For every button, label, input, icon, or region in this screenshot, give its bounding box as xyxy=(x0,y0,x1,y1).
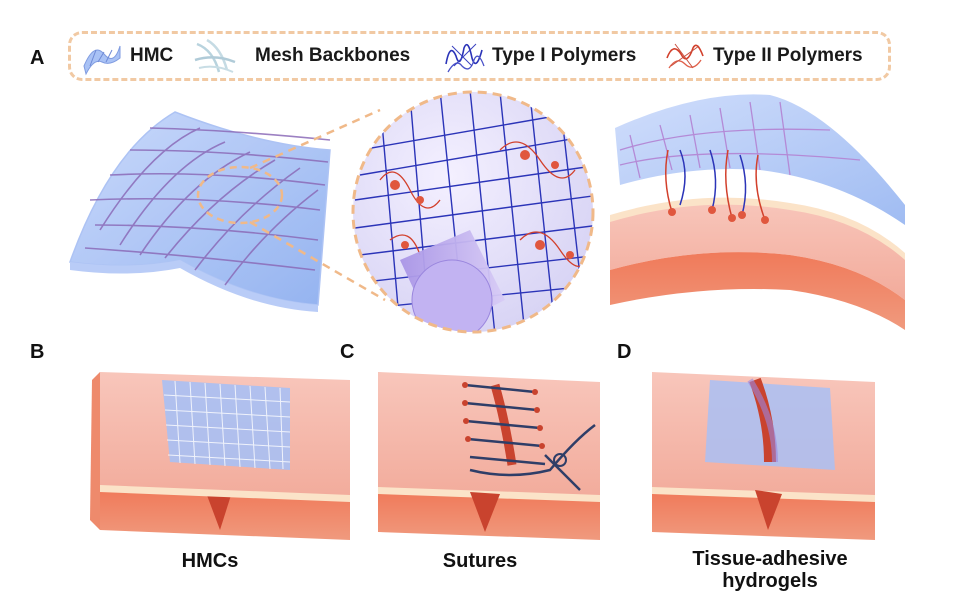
caption-hydrogels-line2: hydrogels xyxy=(722,570,818,592)
legend-label-mesh: Mesh Backbones xyxy=(255,45,411,66)
legend-box xyxy=(68,31,891,81)
legend-item-type1: Type I Polymers xyxy=(442,31,636,81)
hmc-sheet-wavy xyxy=(68,111,331,312)
panel-letter-a: A xyxy=(30,47,45,69)
legend-label-type1: Type I Polymers xyxy=(492,45,637,66)
tissue-block-d xyxy=(652,372,875,540)
type-ii-polymer-icon xyxy=(666,43,704,69)
panel-letter-c: C xyxy=(340,341,355,363)
hmc-sheet-icon xyxy=(83,45,121,76)
legend-label-type2: Type II Polymers xyxy=(713,45,863,66)
zoom-lines xyxy=(249,108,386,302)
legend-item-hmc: HMC xyxy=(80,31,173,81)
type-i-polymer-icon xyxy=(445,43,485,73)
legend-label-hmc: HMC xyxy=(130,45,174,66)
tissue-block-c xyxy=(378,372,600,540)
mesh-backbone-icon xyxy=(194,38,236,73)
hmc-on-tissue xyxy=(610,94,905,330)
panel-letter-b: B xyxy=(30,341,45,363)
caption-sutures: Sutures xyxy=(442,550,518,572)
caption-hmcs: HMCs xyxy=(181,550,239,572)
panel-letter-d: D xyxy=(617,341,632,363)
legend-item-type2: Type II Polymers xyxy=(663,31,863,81)
legend-item-mesh: Mesh Backbones xyxy=(193,31,410,81)
tissue-block-b xyxy=(90,372,350,540)
caption-hydrogels-line1: Tissue-adhesive xyxy=(692,548,848,570)
zoom-circle xyxy=(351,90,595,334)
